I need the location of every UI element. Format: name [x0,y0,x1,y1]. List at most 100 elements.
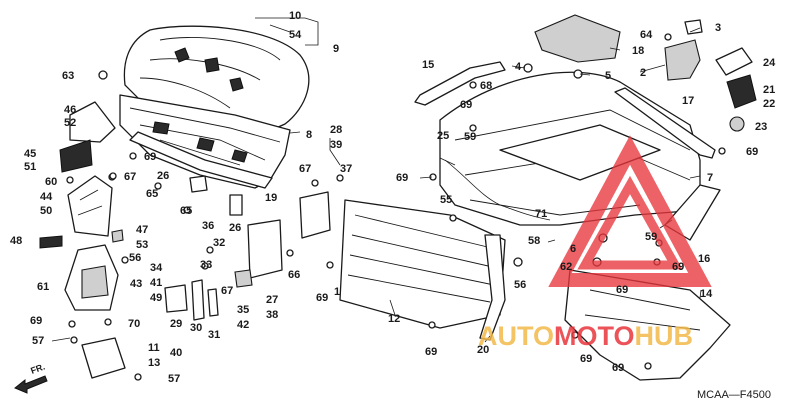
callout: 1 [334,286,340,298]
lock-set [715,47,757,132]
callout: 50 [40,205,52,217]
left-bracket-assembly [64,244,119,311]
callout: 71 [535,208,547,220]
callout: 10 [289,10,301,22]
callout: 41 [150,277,162,289]
callout: 66 [288,269,300,281]
callout: 55 [440,194,452,206]
callout: 24 [763,57,776,69]
callout: 26 [229,222,241,234]
callout: 69 [316,292,328,304]
callout: 54 [289,29,302,41]
callout: 27 [266,294,278,306]
diagram-code: MCAA—F4500 [697,389,771,400]
callout: 20 [477,344,489,356]
callout: 53 [136,239,148,251]
trim-strip [479,234,506,341]
callout: 69 [612,362,624,374]
callout: 30 [190,322,202,334]
bracket-37 [299,191,331,239]
callout: 58 [528,235,540,247]
callout: 13 [148,357,160,369]
bracket-27 [247,219,283,279]
lower-cover [564,269,731,381]
wire-harness [444,159,551,221]
front-inner-panel [339,199,506,329]
callout: 67 [221,285,233,297]
callout: 34 [150,262,163,274]
callout: 57 [168,373,180,385]
callout: 65 [146,188,158,200]
callout: 6 [570,243,576,255]
left-cover-middle [59,139,93,173]
callout: 48 [10,235,22,247]
callout: 69 [30,315,42,327]
bracket-35 [234,269,253,288]
callout: 28 [330,124,342,136]
bracket-30-31 [191,279,219,321]
bottom-left-mount [81,337,126,379]
callout: 16 [698,253,710,265]
callout: 59 [464,131,476,143]
callout: 14 [700,288,713,300]
left-cover-upper [69,101,116,143]
callout: 51 [24,161,36,173]
trunk-latch [664,19,703,81]
callout: 2 [640,67,646,79]
callout: 52 [64,117,76,129]
side-molding-right [614,87,716,159]
callout: 68 [480,80,492,92]
callout: 38 [266,309,278,321]
callout: 23 [755,121,767,133]
callout: 18 [632,45,644,57]
callout: 69 [616,284,628,296]
callout: 69 [746,146,758,158]
watermark-part-1: AUTO [478,321,554,351]
callout: 33 [200,259,212,271]
callout: 57 [32,335,44,347]
callout: 62 [560,261,572,273]
callout: 42 [237,319,249,331]
callout: 32 [213,237,225,249]
callout: 21 [763,84,775,96]
callout: 45 [24,148,36,160]
callout: 29 [170,318,182,330]
callout: 31 [208,329,220,341]
callout: 69 [672,261,684,273]
callout: 17 [682,95,694,107]
callout: 12 [388,313,400,325]
watermark-logo [548,135,712,287]
callout: 15 [422,59,434,71]
callout: 43 [130,278,142,290]
callout: 9 [333,43,339,55]
callout: 56 [514,279,526,291]
callout: 67 [124,171,136,183]
callout: 26 [157,170,169,182]
callout: 46 [64,104,76,116]
callout: 4 [515,61,522,73]
watermark-part-2: MOTO [554,321,635,351]
callout: 7 [707,172,713,184]
callout: 64 [640,29,653,41]
callout: 60 [45,176,57,188]
side-molding-left [414,61,506,106]
callout: 35 [237,304,249,316]
callout: 63 [62,70,74,82]
callout: 3 [715,22,721,34]
bracket-26 [189,175,243,216]
callout: 8 [306,129,312,141]
trunk-lid-seal [129,131,273,189]
callout: 69 [460,99,472,111]
callout: 69 [580,353,592,365]
front-direction-marker: FR. [14,362,48,394]
callout: 56 [129,252,141,264]
callout: 22 [763,98,775,110]
callout: 36 [202,220,214,232]
trunk-lid-liner [119,94,291,189]
left-cover-lower [67,175,113,237]
bracket-48 [39,235,63,249]
callout: 39 [330,139,342,151]
callout: 5 [605,70,611,82]
